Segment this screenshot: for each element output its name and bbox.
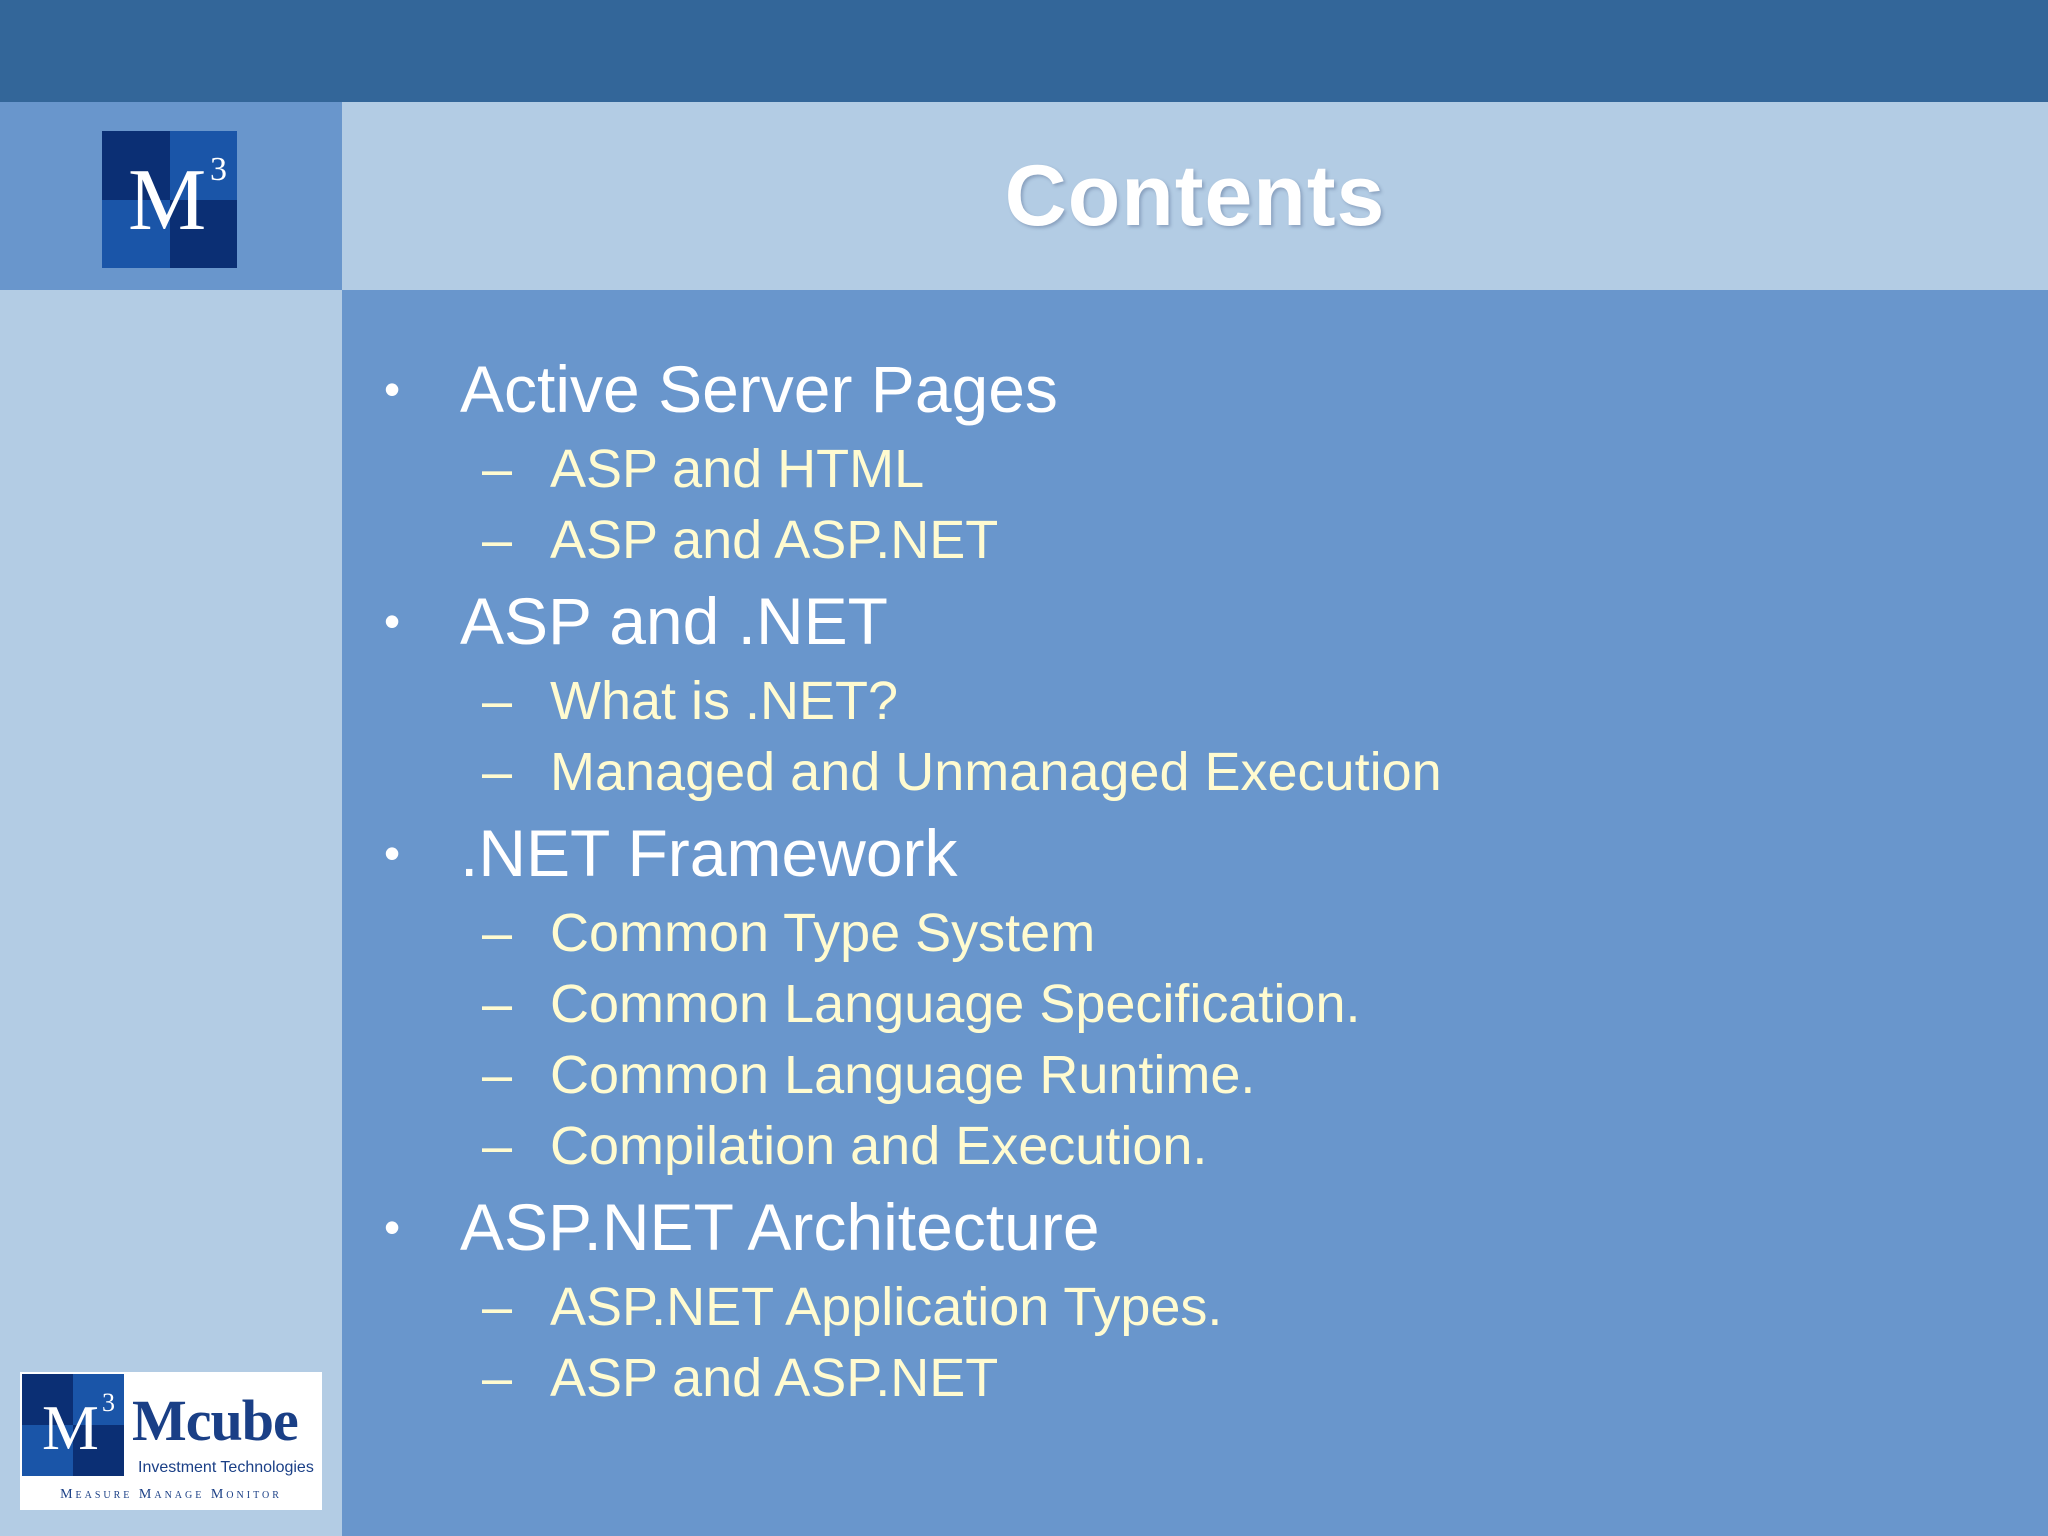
dash-icon: –: [482, 671, 513, 731]
contents-subitem: – Common Language Runtime.: [342, 1040, 1992, 1111]
bullet-icon: •: [384, 1201, 401, 1253]
contents-subitem-label: ASP.NET Application Types.: [550, 1277, 1223, 1337]
dash-icon: –: [482, 1348, 513, 1408]
contents-subitem: – Compilation and Execution.: [342, 1111, 1992, 1182]
logo-mark-letter: M: [128, 152, 207, 249]
contents-item: • ASP.NET Architecture: [342, 1188, 1992, 1266]
bullet-icon: •: [384, 827, 401, 879]
brand-name: Mcube: [132, 1388, 299, 1453]
contents-subitem-label: Common Type System: [550, 903, 1096, 963]
title-band: [342, 102, 2048, 290]
contents-item-label: ASP and .NET: [460, 584, 889, 658]
dash-icon: –: [482, 742, 513, 802]
contents-subitem-label: Common Language Runtime.: [550, 1045, 1256, 1105]
contents-subitem: – Common Language Specification.: [342, 969, 1992, 1040]
contents-group: • ASP.NET Architecture – ASP.NET Applica…: [342, 1188, 1992, 1414]
contents-subitem-label: ASP and ASP.NET: [550, 510, 999, 570]
logo-mark-superscript: 3: [102, 1388, 115, 1417]
dash-icon: –: [482, 974, 513, 1034]
bullet-icon: •: [384, 595, 401, 647]
brand-subtitle: Investment Technologies: [138, 1459, 314, 1476]
logo-mark: M 3: [22, 1374, 124, 1476]
contents-subitem: – What is .NET?: [342, 666, 1992, 737]
contents-group: • .NET Framework – Common Type System – …: [342, 814, 1992, 1182]
bullet-icon: •: [384, 363, 401, 415]
contents-item-label: .NET Framework: [460, 816, 958, 890]
contents-subitem: – Common Type System: [342, 898, 1992, 969]
brand-tagline: Measure Manage Monitor: [60, 1487, 282, 1502]
contents-subitem: – Managed and Unmanaged Execution: [342, 737, 1992, 808]
contents-subitem-label: Managed and Unmanaged Execution: [550, 742, 1442, 802]
company-logo: M 3 Mcube Investment Technologies Measur…: [20, 1372, 322, 1510]
contents-subitem-label: Common Language Specification.: [550, 974, 1361, 1034]
contents-subitem-label: Compilation and Execution.: [550, 1116, 1208, 1176]
contents-subitem: – ASP.NET Application Types.: [342, 1272, 1992, 1343]
dash-icon: –: [482, 1277, 513, 1337]
left-column: [0, 102, 342, 1536]
m3-logo: M 3: [102, 131, 237, 268]
contents-item-label: Active Server Pages: [460, 352, 1058, 426]
dash-icon: –: [482, 510, 513, 570]
contents-subitem-label: What is .NET?: [550, 671, 899, 731]
logo-mark-superscript: 3: [210, 151, 227, 188]
slide-title: Contents: [1004, 147, 1386, 244]
top-band: [0, 0, 2048, 102]
dash-icon: –: [482, 1045, 513, 1105]
logo-mark-letter: M: [42, 1392, 99, 1463]
contents-item: • Active Server Pages: [342, 350, 1992, 428]
contents-item: • ASP and .NET: [342, 582, 1992, 660]
dash-icon: –: [482, 439, 513, 499]
contents-subitem-label: ASP and ASP.NET: [550, 1348, 999, 1408]
contents-subitem: – ASP and ASP.NET: [342, 1343, 1992, 1414]
contents-group: • ASP and .NET – What is .NET? – Managed…: [342, 582, 1992, 808]
contents-subitem-label: ASP and HTML: [550, 439, 925, 499]
contents-subitem: – ASP and ASP.NET: [342, 505, 1992, 576]
contents-group: • Active Server Pages – ASP and HTML – A…: [342, 350, 1992, 576]
contents-item: • .NET Framework: [342, 814, 1992, 892]
dash-icon: –: [482, 1116, 513, 1176]
contents-item-label: ASP.NET Architecture: [460, 1190, 1100, 1264]
contents-list: • Active Server Pages – ASP and HTML – A…: [342, 350, 1992, 1420]
dash-icon: –: [482, 903, 513, 963]
contents-subitem: – ASP and HTML: [342, 434, 1992, 505]
